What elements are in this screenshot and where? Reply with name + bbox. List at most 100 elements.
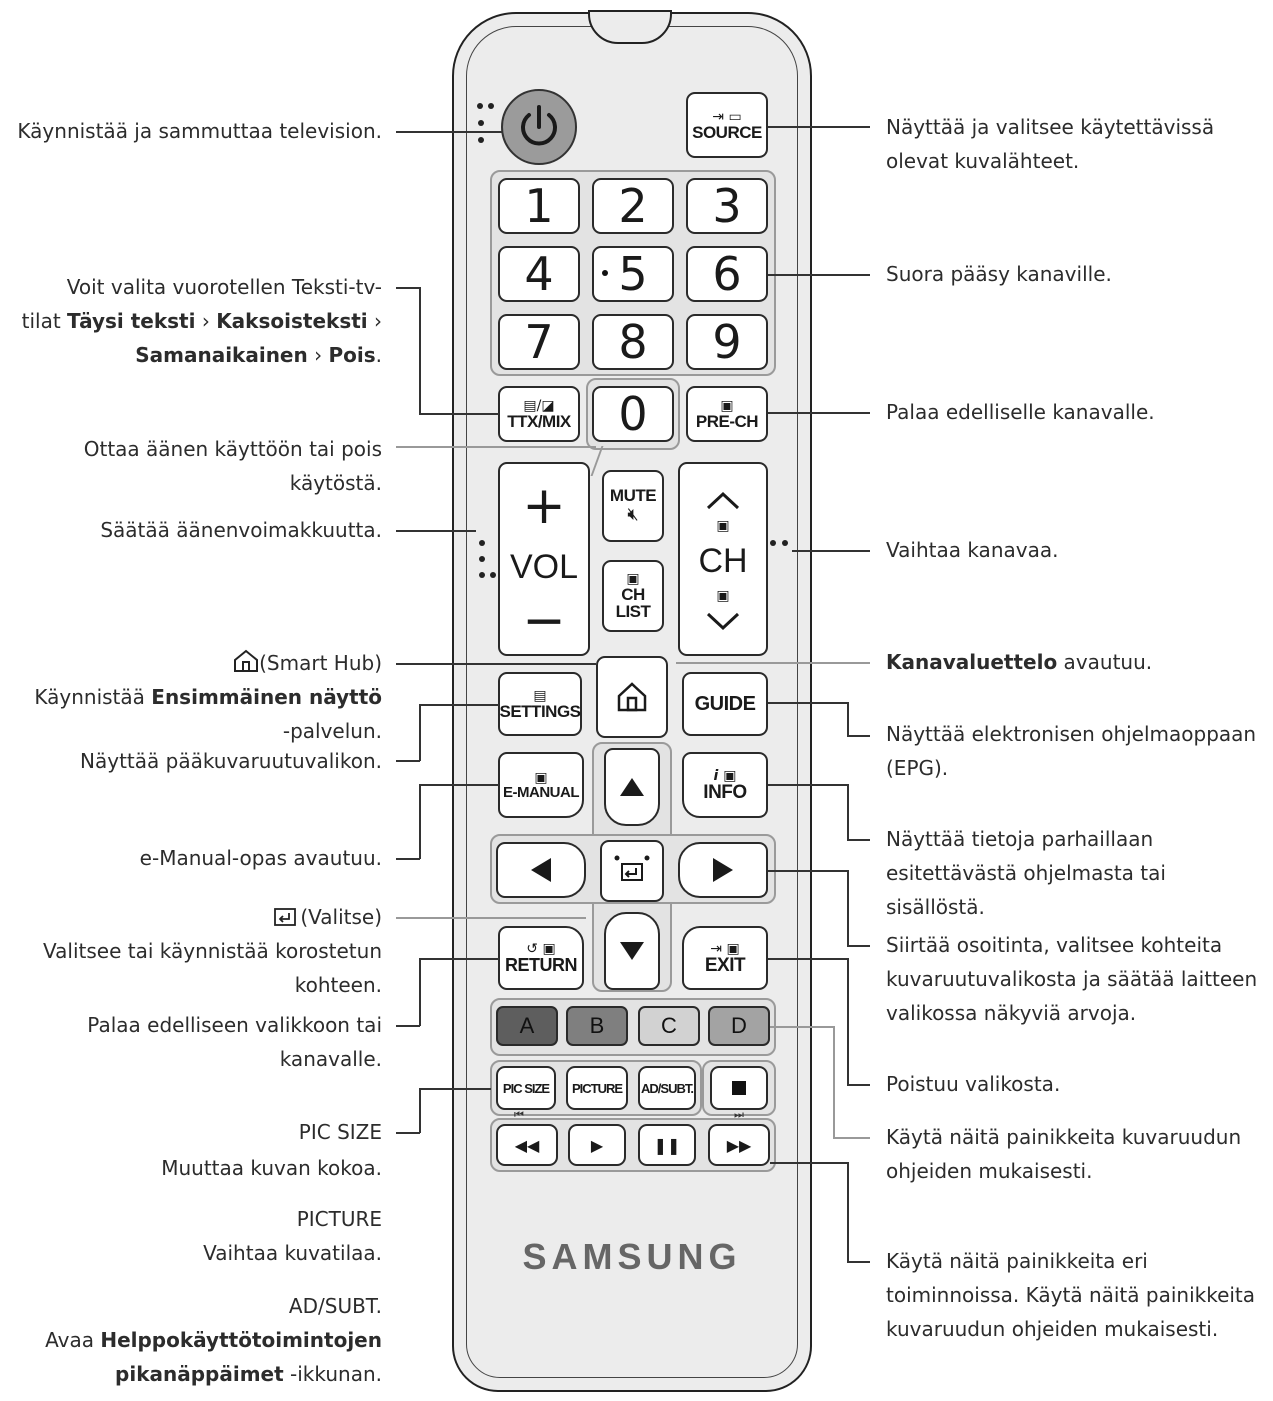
rewind-button[interactable]: ◀◀ <box>496 1124 558 1166</box>
source-line2: olevat kuvalähteet. <box>886 149 1080 173</box>
dpad-line1: Siirtää osoitinta, valitsee kohteita <box>886 933 1223 957</box>
annotation-source: Näyttää ja valitsee käytettävissä olevat… <box>886 110 1266 178</box>
digit-9-button[interactable]: 9 <box>686 314 768 370</box>
leader-emanual <box>419 784 499 786</box>
home-icon <box>617 682 647 712</box>
digit-2-button[interactable]: 2 <box>592 178 674 234</box>
vol-dots <box>479 540 485 546</box>
settings-button[interactable]: ▤ SETTINGS <box>498 672 582 736</box>
ch-dots <box>782 540 788 546</box>
leader-media <box>847 1261 870 1263</box>
info-line2: esitettävästä ohjelmasta tai <box>886 861 1166 885</box>
text-bold: Kanavaluettelo <box>886 650 1058 674</box>
leader-select <box>396 917 586 919</box>
color-button-d-label: D <box>731 1013 747 1038</box>
right-button[interactable] <box>678 842 768 898</box>
ch-dots <box>770 540 776 546</box>
fast-forward-button[interactable]: ▶▶ <box>708 1124 770 1166</box>
next-icon: ▣ <box>716 517 730 534</box>
guide-button[interactable]: GUIDE <box>682 672 768 736</box>
color-button-c-label: C <box>661 1013 677 1038</box>
digit-3-button[interactable]: 3 <box>686 178 768 234</box>
leader-colors <box>833 1026 835 1138</box>
text-bold: pikanäppäimet <box>115 1362 284 1386</box>
power-button[interactable] <box>501 89 577 165</box>
digit-1-button[interactable]: 1 <box>498 178 580 234</box>
annotation-mute-line1: Ottaa äänen käyttöön tai pois <box>83 437 382 461</box>
triangle-up-icon <box>620 778 644 796</box>
exit-label: EXIT <box>704 954 746 976</box>
annotation-return-line1: Palaa edelliseen valikkoon tai <box>87 1013 382 1037</box>
smarthub-label: (Smart Hub) <box>259 651 382 675</box>
down-button[interactable] <box>604 912 660 990</box>
digit-4-button[interactable]: 4 <box>498 246 580 302</box>
return-button[interactable]: ↺ ▣ RETURN <box>498 926 584 990</box>
select-button[interactable] <box>600 840 664 902</box>
ch-list-label-2: LIST <box>615 602 651 621</box>
text-span: Avaa <box>45 1328 101 1352</box>
picsize-title: PIC SIZE <box>298 1120 382 1144</box>
leader-info <box>847 784 849 840</box>
mute-button[interactable]: MUTE 🔇︎ <box>602 470 664 542</box>
source-line1: Näyttää ja valitsee käytettävissä <box>886 115 1215 139</box>
picture-button[interactable]: PICTURE <box>566 1066 628 1110</box>
digit-5-button[interactable]: 5 <box>592 246 674 302</box>
leader-picsize <box>419 1088 421 1133</box>
leader-ttx <box>396 287 420 289</box>
media-line3: kuvaruudun ohjeiden mukaisesti. <box>886 1317 1219 1341</box>
annotation-smarthub-line1: (Smart Hub) <box>0 646 382 680</box>
pause-button[interactable]: ❚❚ <box>638 1124 696 1166</box>
annotation-settings-line1: Käynnistää Ensimmäinen näyttö <box>0 680 382 714</box>
exit-icon: ⇥ ▣ <box>710 940 740 957</box>
annotation-select-line1: (Valitse) <box>0 900 382 934</box>
ad-subt-label: AD/SUBT. <box>641 1080 694 1096</box>
digit-0-button[interactable]: 0 <box>592 386 674 442</box>
pause-icon: ❚❚ <box>653 1135 681 1155</box>
ch-list-button[interactable]: ▣ CH LIST <box>602 560 664 632</box>
leader-colors <box>833 1137 870 1139</box>
info-button[interactable]: i ▣ INFO <box>682 752 768 818</box>
leader-picsize <box>396 1132 420 1134</box>
text-bold: Kaksoisteksti <box>216 309 368 333</box>
play-button[interactable]: ▶ <box>568 1124 626 1166</box>
enter-icon <box>614 855 650 881</box>
annotation-settings-line2: -palvelun. <box>282 719 382 743</box>
triangle-right-icon <box>713 858 733 882</box>
picture-label: PICTURE <box>571 1080 623 1096</box>
leader-source <box>768 126 870 128</box>
pic-size-label: PIC SIZE <box>502 1080 550 1096</box>
ttx-mix-button[interactable]: ▤/◪ TTX/MIX <box>498 386 580 442</box>
color-button-b[interactable]: B <box>566 1006 628 1046</box>
digit-6-button[interactable]: 6 <box>686 246 768 302</box>
leader-colors <box>770 1026 834 1028</box>
pic-size-button[interactable]: PIC SIZE <box>496 1066 556 1110</box>
color-button-d[interactable]: D <box>708 1006 770 1046</box>
annotation-return-line2: kanavalle. <box>279 1047 382 1071</box>
exit-button[interactable]: ⇥ ▣ EXIT <box>682 926 768 990</box>
stop-button[interactable] <box>710 1066 768 1110</box>
up-button[interactable] <box>604 748 660 826</box>
e-manual-button[interactable]: ▣ E-MANUAL <box>498 752 584 818</box>
annotation-exit: Poistuu valikosta. <box>886 1072 1061 1096</box>
text-span: › <box>307 343 329 367</box>
color-button-c[interactable]: C <box>638 1006 700 1046</box>
source-button[interactable]: ⇥ ▭ SOURCE <box>686 92 768 158</box>
colors-line1: Käytä näitä painikkeita kuvaruudun <box>886 1125 1242 1149</box>
dpad-line3: valikossa näkyviä arvoja. <box>886 1001 1137 1025</box>
leader-emanual <box>396 858 420 860</box>
ad-subt-button[interactable]: AD/SUBT. <box>638 1066 696 1110</box>
volume-rocker[interactable]: + VOL − <box>498 462 590 656</box>
color-button-a[interactable]: A <box>496 1006 558 1046</box>
digit-8-button[interactable]: 8 <box>592 314 674 370</box>
guide-line1: Näyttää elektronisen ohjelmaoppaan <box>886 722 1257 746</box>
channel-rocker[interactable]: ▣ CH ▣ <box>678 462 768 656</box>
settings-icon: ▤ <box>533 687 547 704</box>
digit-7-button[interactable]: 7 <box>498 314 580 370</box>
pre-ch-button[interactable]: ▣ PRE-CH <box>686 386 768 442</box>
chevron-down-icon <box>706 612 740 631</box>
annotation-select-line3: kohteen. <box>294 973 382 997</box>
text-span: -ikkunan. <box>283 1362 382 1386</box>
annotation-ttx: Voit valita vuorotellen Teksti-tv- tilat… <box>0 270 382 372</box>
home-button[interactable] <box>596 656 668 738</box>
left-button[interactable] <box>496 842 586 898</box>
